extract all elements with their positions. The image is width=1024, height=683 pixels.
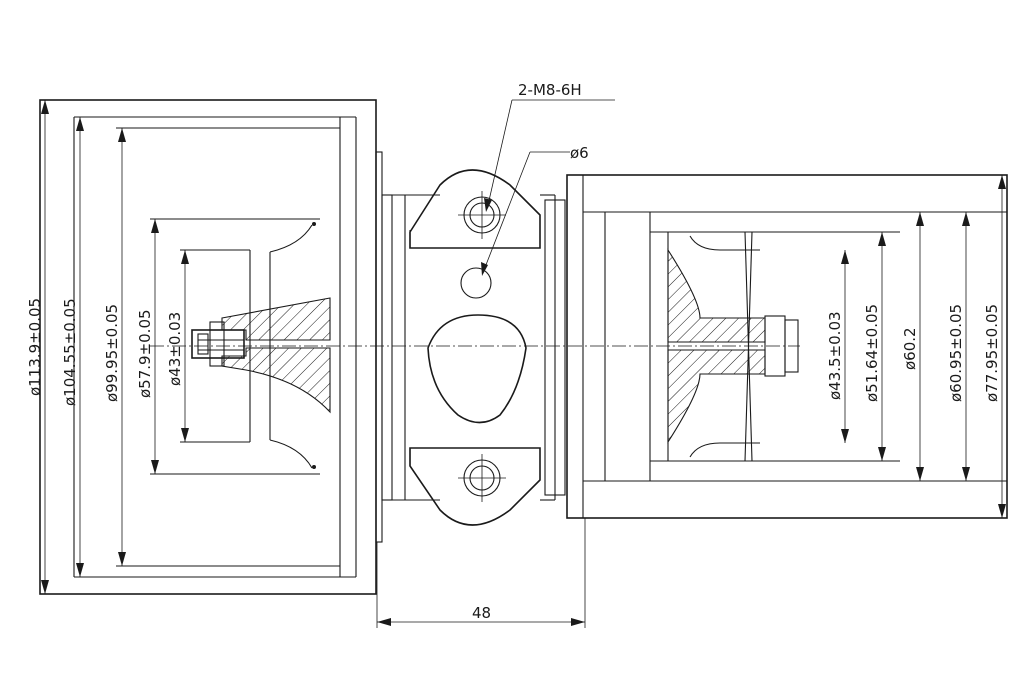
turbine-housing-outer [566,174,1008,519]
dim-turbine-wheel: ø60.2 [901,327,919,370]
dim-turbine-hub: ø43.5±0.03 [826,311,844,400]
hole-callout [481,151,570,276]
hole-spec-label: ø6 [570,144,589,162]
housing-upper-lobe [409,169,541,249]
center-housing [381,169,566,526]
compressor-hub-section [221,297,331,341]
thread-callout [484,99,615,212]
compressor-nut [191,329,245,359]
turbine-side [566,174,1008,519]
dim-compressor-od: ø113.9±0.05 [26,298,44,396]
dim-compressor-inner: ø104.55±0.05 [61,298,79,406]
compressor-side [39,99,383,595]
dim-compressor-wheel: ø99.95±0.05 [103,304,121,402]
oil-drain-port [427,314,527,424]
dim-turbine-bore: ø60.95±0.05 [947,304,965,402]
thread-spec-label: 2-M8-6H [518,81,582,99]
housing-lower-lobe [409,447,541,526]
dim-center-length: 48 [472,604,491,622]
right-dimensions [841,175,1006,518]
dim-compressor-hub: ø43±0.03 [166,312,184,386]
dim-turbine-od: ø77.95±0.05 [983,304,1001,402]
dim-turbine-inducer: ø51.64±0.05 [863,304,881,402]
left-dimensions [41,100,189,594]
dim-compressor-inducer: ø57.9±0.05 [136,309,154,398]
oil-hole [460,267,492,299]
length-dimension [376,518,586,628]
